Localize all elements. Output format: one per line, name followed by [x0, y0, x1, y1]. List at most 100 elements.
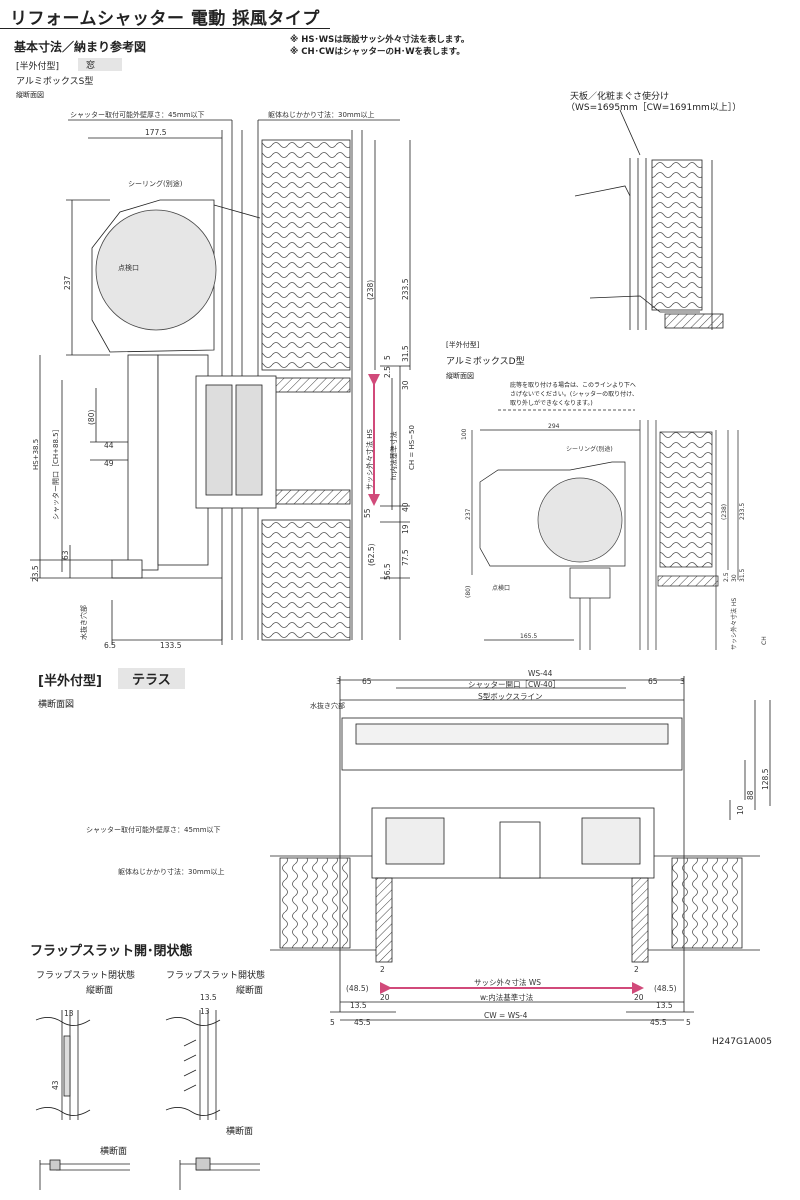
dim-177-5: 177.5: [145, 128, 167, 137]
d-note-3: 取り外しができなくなります。): [510, 400, 593, 407]
label-screw-depth: 躯体ねじかかり寸法：30mm以上: [268, 110, 375, 119]
dim-80: (80): [87, 410, 96, 425]
dim-55: 55: [363, 508, 372, 518]
t-dim-3-left: 3: [336, 677, 341, 686]
t-wall-thickness: シャッター取付可能外壁厚さ：45mm以下: [86, 825, 221, 834]
label-opening-v: シャッター開口［CH+88.5］: [51, 425, 60, 520]
flap-dim-13b: 13: [200, 1007, 210, 1016]
flap-open-title: フラップスラット閉状態: [36, 971, 136, 981]
t-dim-65-right: 65: [648, 677, 658, 686]
d-label-sealing: シーリング(別途): [566, 445, 613, 453]
section-heading: 基本寸法／納まり参考図: [14, 40, 147, 54]
dim-31-5: 31.5: [401, 345, 410, 362]
t-dim-13-5-left: 13.5: [350, 1001, 367, 1010]
note-hs-ws: ※ HS･WSは既設サッシ外々寸法を表します。: [290, 35, 470, 45]
t-dim-20-left: 20: [380, 993, 390, 1002]
t-dim-48-5-left: (48.5): [346, 984, 369, 993]
dim-237: 237: [63, 275, 72, 290]
t-dim-128-5: 128.5: [761, 768, 770, 790]
dim-5: 5: [383, 355, 392, 360]
label-ch: CH = HS−50: [408, 425, 416, 470]
d-label-inspection: 点検口: [492, 584, 510, 592]
d-dim-80: (80): [465, 586, 472, 598]
t-sash-ws: サッシ外々寸法 WS: [474, 977, 541, 987]
flap-cross-right: 横断面: [226, 1127, 254, 1137]
dim-49: 49: [104, 459, 114, 468]
terrace-type-tag: テラス: [118, 668, 185, 689]
flap-dim-13: 13: [64, 1009, 74, 1018]
drawing-code: H247G1A005: [712, 1037, 772, 1047]
d-label-ch: CH: [761, 636, 768, 645]
flap-dim-43: 43: [51, 1080, 60, 1090]
d-dim-31-5: 31.5: [739, 568, 746, 582]
view-vertical: 縦断面図: [16, 91, 44, 99]
t-dim-13-5-right: 13.5: [656, 1001, 673, 1010]
t-dim-88: 88: [746, 790, 755, 800]
dim-77-5: 77.5: [401, 549, 410, 566]
d-dim-233-5: 233.5: [739, 503, 746, 520]
t-w-inner: w:内法基準寸法: [480, 992, 534, 1002]
dim-30: 30: [401, 380, 410, 390]
label-sealing: シーリング(別途): [128, 179, 183, 188]
flap-left-detail: [35, 1010, 130, 1190]
terrace-view: 横断面図: [38, 700, 75, 710]
d-type-label: [半外付型]: [446, 341, 480, 349]
flap-right-detail: [165, 1010, 260, 1190]
label-sash-hs: サッシ外々寸法 HS: [365, 429, 374, 490]
t-boxline: S型ボックスライン: [478, 692, 543, 701]
t-drain: 水抜き穴部: [310, 701, 345, 710]
dim-56-5: 56.5: [383, 563, 392, 580]
flap-closed-sub: 縦断面: [236, 986, 264, 996]
t-dim-2-right: 2: [634, 965, 639, 974]
d-dim-294: 294: [548, 423, 560, 430]
t-screw-depth: 躯体ねじかかり寸法：30mm以上: [118, 867, 225, 876]
type-label: [半外付型]: [16, 62, 60, 72]
t-dim-20-right: 20: [634, 993, 644, 1002]
t-dim-65-left: 65: [362, 677, 372, 686]
d-box-type: アルミボックスD型: [446, 357, 525, 367]
d-note-2: さげないでください。(シャッターの取り付け、: [510, 391, 638, 398]
dim-233-5: 233.5: [401, 278, 410, 300]
t-dim-5-right: 5: [686, 1018, 691, 1027]
dim-44: 44: [104, 441, 114, 450]
t-dim-5-left: 5: [330, 1018, 335, 1027]
dim-238: (238): [366, 280, 375, 300]
d-dim-30: 30: [731, 574, 738, 582]
dim-40: 40: [401, 502, 410, 512]
d-type-section: [471, 409, 739, 650]
flap-dim-13-5: 13.5: [200, 993, 217, 1002]
t-dim-48-5-right: (48.5): [654, 984, 677, 993]
flap-open-sub: 縦断面: [86, 986, 114, 996]
dim-23-5: 23.5: [31, 565, 40, 582]
d-dim-2-5: 2.5: [723, 572, 730, 582]
flap-heading: フラップスラット開･閉状態: [30, 944, 193, 959]
top-right-caption: 天板／化粧まぐさ使分け: [570, 92, 670, 102]
flap-closed-title: フラップスラット開状態: [166, 971, 266, 981]
label-wall-thickness: シャッター取付可能外壁厚さ：45mm以下: [70, 110, 205, 119]
d-label-sash-hs: サッシ外々寸法 HS: [730, 598, 738, 650]
d-dim-237: 237: [465, 508, 472, 520]
d-dim-100: 100: [461, 428, 468, 440]
t-dim-10: 10: [736, 805, 745, 815]
dim-6-5: 6.5: [104, 641, 116, 650]
terrace-section: [270, 676, 771, 1021]
dim-63: 63: [61, 550, 70, 560]
dim-62-5: (62.5): [367, 543, 376, 566]
t-dim-3-right: 3: [680, 677, 685, 686]
t-opening: シャッター開口［CW-40］: [468, 680, 560, 689]
d-view: 縦断面図: [446, 372, 474, 380]
t-dim-45-5-left: 45.5: [354, 1018, 371, 1027]
flap-cross-left: 横断面: [100, 1147, 128, 1157]
type-tag-window: 窓: [78, 58, 122, 71]
d-dim-165-5: 165.5: [520, 633, 537, 640]
t-dim-2-left: 2: [380, 965, 385, 974]
box-type-s: アルミボックスS型: [16, 77, 94, 87]
t-dim-45-5-right: 45.5: [650, 1018, 667, 1027]
note-ch-cw: ※ CH･CWはシャッターのH･Wを表します。: [290, 47, 465, 57]
top-right-caption-ws: （WS=1695mm［CW=1691mm以上］）: [566, 103, 742, 113]
d-dim-238: (238): [721, 504, 728, 520]
main-vertical-section: [30, 119, 411, 645]
dim-19: 19: [401, 524, 410, 534]
label-drain: 水抜き穴部: [79, 605, 88, 640]
